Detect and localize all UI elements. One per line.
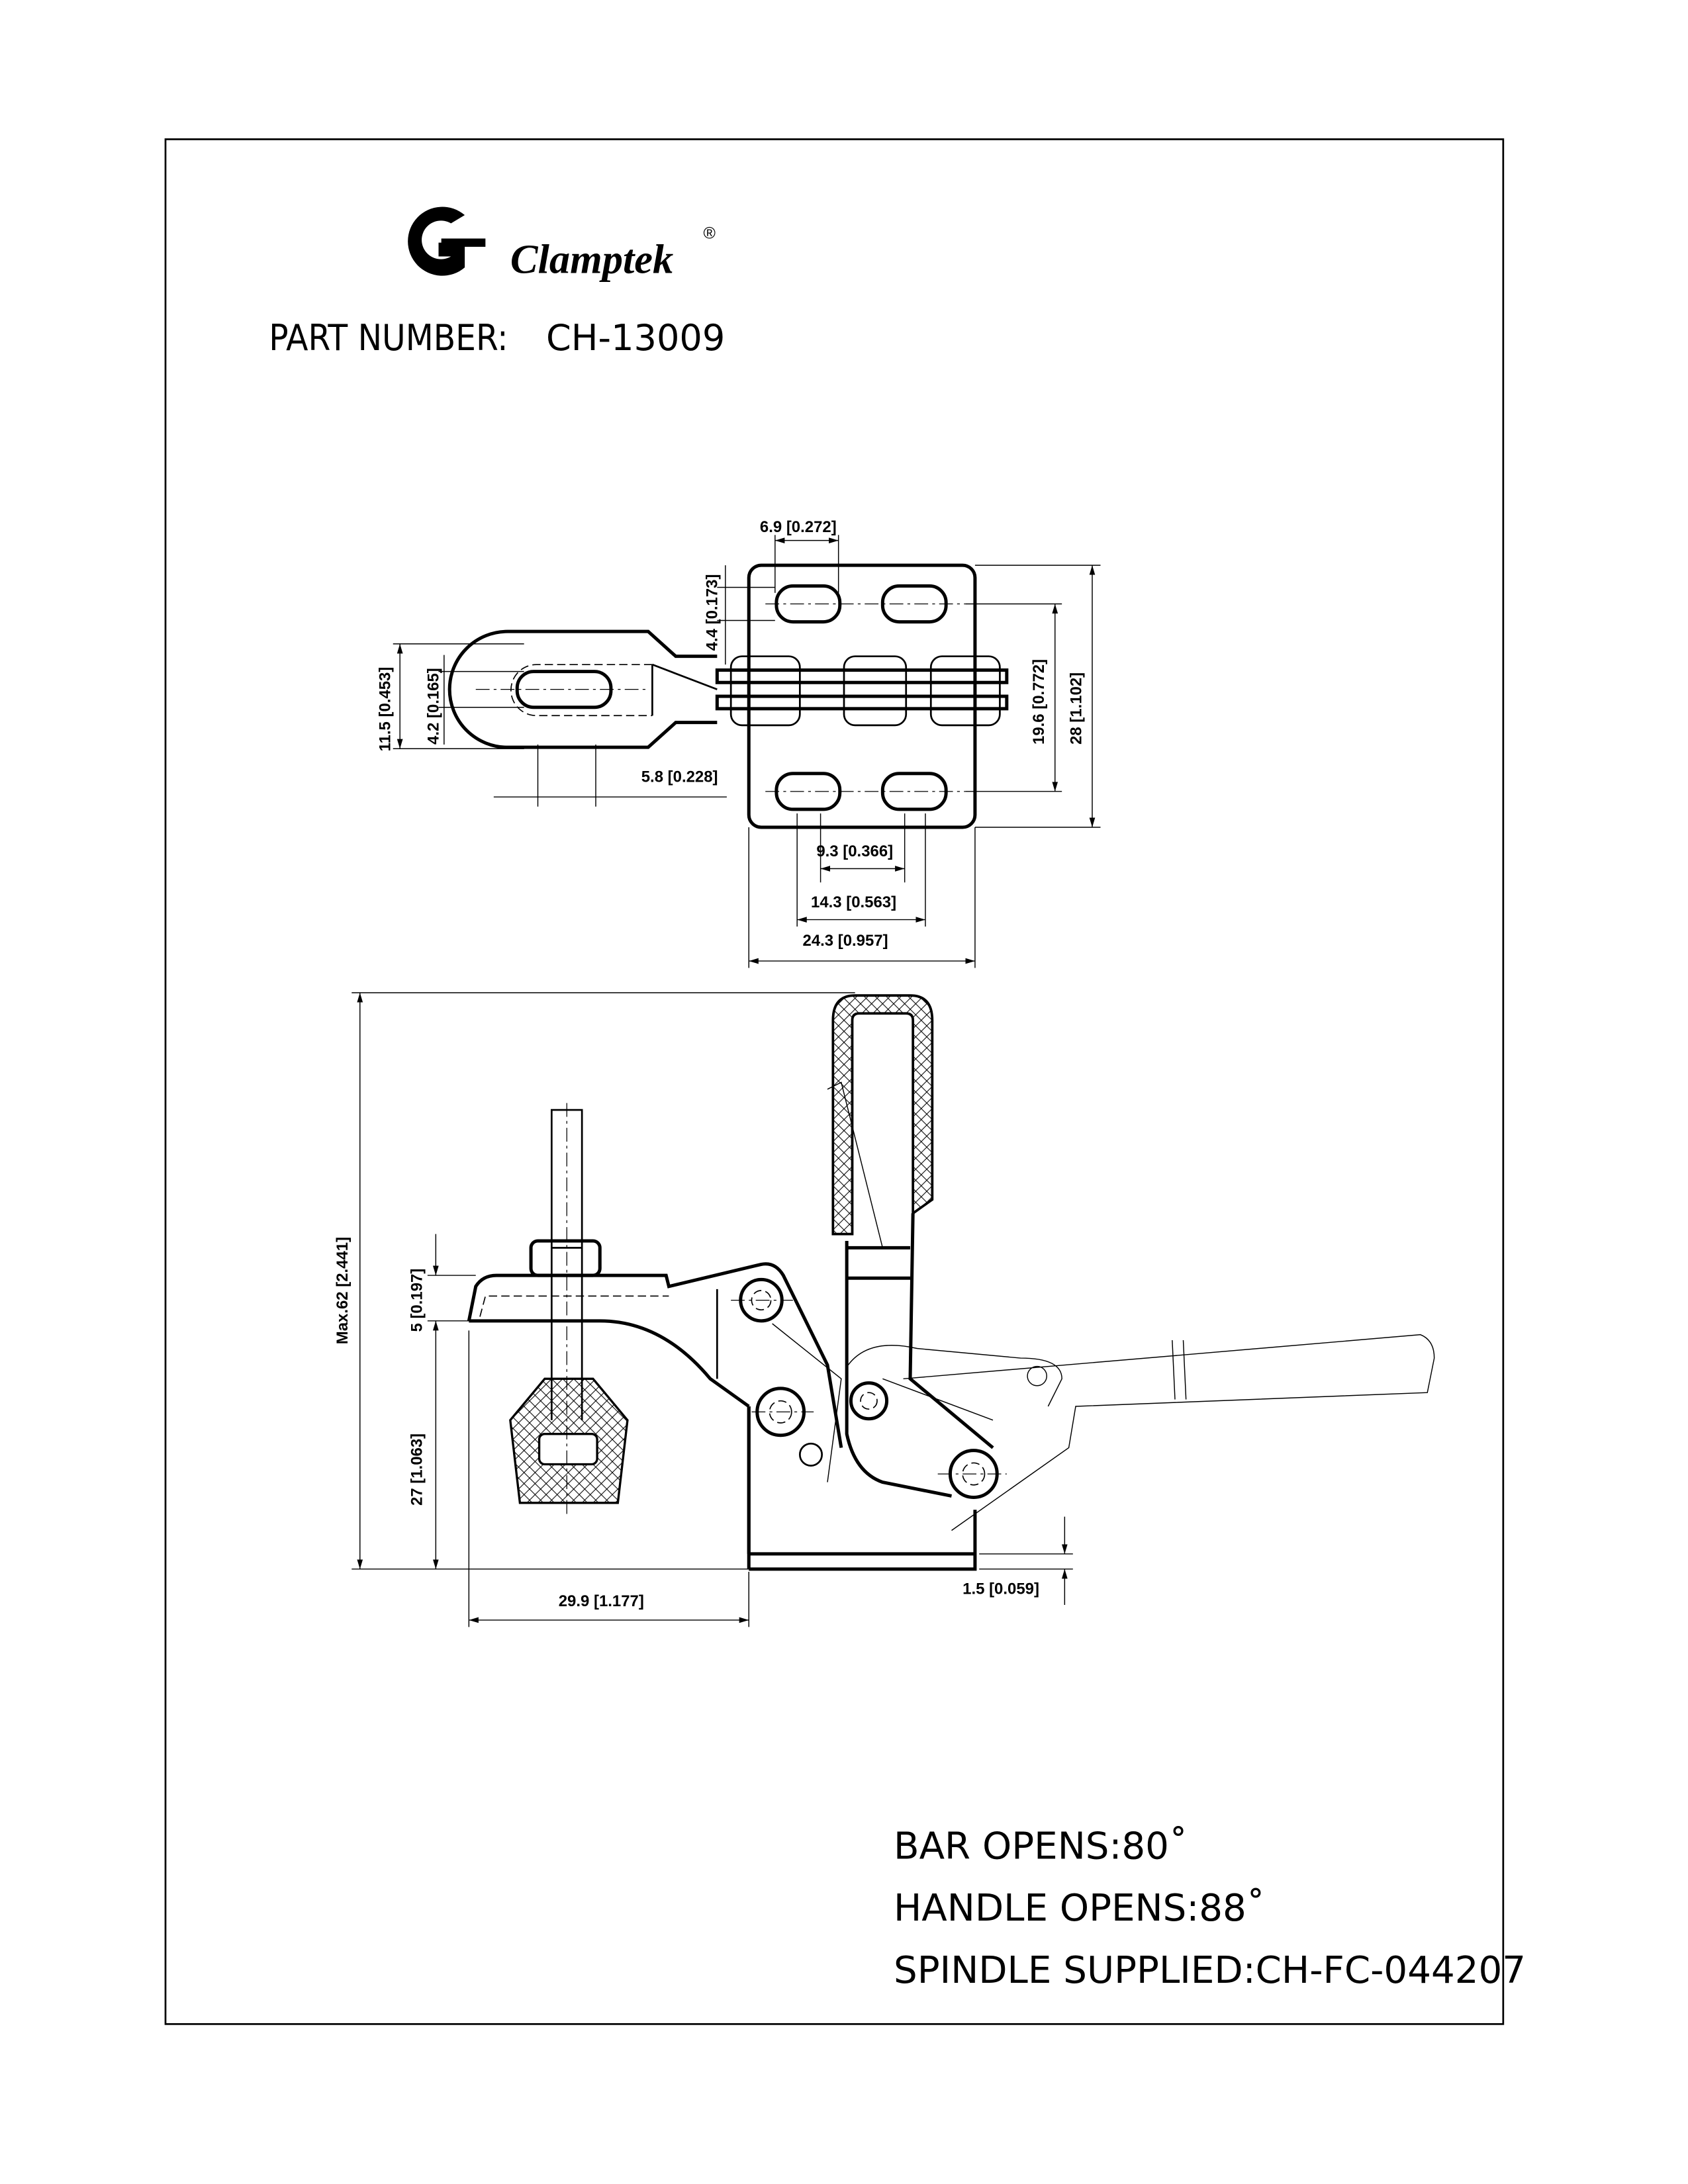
registered-mark: ® bbox=[704, 224, 716, 242]
dim-bar-width: 11.5 [0.453] bbox=[377, 667, 395, 752]
clamptek-logo: Clamptek ® bbox=[408, 206, 716, 283]
dim-bar-thickness: 5 [0.197] bbox=[408, 1269, 426, 1332]
top-view-dimensions: 6.9 [0.272] 4.4 [0.173] 11.5 [0.453] 4.2… bbox=[377, 518, 1101, 968]
note-handle-opens: HANDLE OPENS:88˚ bbox=[894, 1887, 1265, 1930]
part-number-label: PART NUMBER: bbox=[269, 317, 508, 359]
dim-slot-offset: 4.4 [0.173] bbox=[703, 574, 721, 651]
part-number: PART NUMBER: CH-13009 bbox=[269, 317, 725, 359]
logo-g-icon bbox=[408, 206, 465, 276]
dim-bar-slot-length: 5.8 [0.228] bbox=[641, 768, 718, 786]
dim-base-length: 28 [1.102] bbox=[1067, 672, 1085, 745]
dim-slot-inner-spacing: 9.3 [0.366] bbox=[816, 842, 893, 860]
note-spindle-supplied: SPINDLE SUPPLIED:CH-FC-044207 bbox=[894, 1949, 1526, 1992]
side-view bbox=[467, 994, 1435, 1571]
dim-base-thickness: 1.5 [0.059] bbox=[962, 1580, 1039, 1598]
drawing-frame bbox=[164, 138, 1505, 2025]
dim-slot-center-spacing: 14.3 [0.563] bbox=[811, 893, 896, 911]
notes: BAR OPENS:80˚ HANDLE OPENS:88˚ SPINDLE S… bbox=[894, 1825, 1526, 1991]
dim-max-height: Max.62 [2.441] bbox=[334, 1237, 352, 1344]
brand-name: Clamptek bbox=[510, 236, 673, 283]
dim-slot-width: 6.9 [0.272] bbox=[760, 518, 837, 536]
dim-bar-height: 27 [1.063] bbox=[408, 1433, 426, 1506]
dim-bar-reach: 29.9 [1.177] bbox=[559, 1592, 644, 1610]
part-number-value: CH-13009 bbox=[546, 317, 725, 359]
top-view bbox=[447, 563, 1009, 829]
side-view-dimensions: Max.62 [2.441] 5 [0.197] 27 [1.063] 29.9… bbox=[334, 992, 1073, 1627]
dim-base-width: 24.3 [0.957] bbox=[803, 932, 888, 950]
dim-hole-vertical-spacing: 19.6 [0.772] bbox=[1030, 659, 1048, 745]
dim-bar-slot-width: 4.2 [0.165] bbox=[425, 668, 443, 745]
note-bar-opens: BAR OPENS:80˚ bbox=[894, 1825, 1188, 1868]
